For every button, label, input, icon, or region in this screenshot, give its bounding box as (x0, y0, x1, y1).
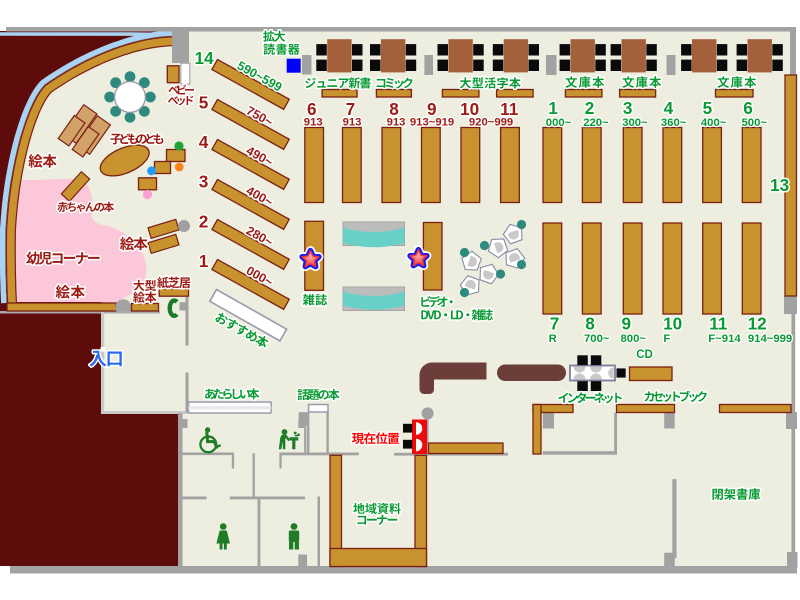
svg-text:700~: 700~ (584, 333, 610, 345)
svg-text:300~: 300~ (622, 117, 648, 129)
svg-text:11: 11 (500, 99, 519, 119)
svg-text:4: 4 (664, 98, 674, 118)
svg-text:913: 913 (343, 116, 362, 128)
svg-text:913~919: 913~919 (410, 116, 454, 128)
svg-text:9: 9 (622, 314, 632, 334)
svg-text:1: 1 (548, 98, 558, 118)
svg-text:5: 5 (199, 93, 209, 113)
svg-text:914~999: 914~999 (748, 333, 792, 345)
svg-text:13: 13 (770, 175, 789, 195)
svg-text:8: 8 (389, 99, 399, 119)
svg-text:CD: CD (636, 349, 653, 361)
svg-text:2: 2 (585, 98, 595, 118)
svg-text:10: 10 (460, 99, 479, 119)
svg-text:R: R (549, 333, 557, 345)
svg-text:500~: 500~ (742, 117, 768, 129)
svg-text:7: 7 (346, 99, 356, 119)
svg-text:3: 3 (623, 98, 633, 118)
svg-text:12: 12 (748, 314, 767, 334)
svg-text:6: 6 (743, 98, 753, 118)
svg-text:11: 11 (709, 314, 728, 334)
svg-text:3: 3 (199, 172, 209, 192)
svg-text:800~: 800~ (621, 333, 647, 345)
svg-text:8: 8 (585, 314, 595, 334)
svg-text:000~: 000~ (546, 117, 572, 129)
svg-text:7: 7 (550, 314, 560, 334)
svg-text:F: F (663, 333, 670, 345)
svg-text:6: 6 (307, 99, 317, 119)
svg-text:920~999: 920~999 (469, 116, 513, 128)
svg-text:400~: 400~ (701, 117, 727, 129)
svg-text:2: 2 (199, 211, 209, 231)
svg-text:F~914: F~914 (708, 333, 741, 345)
svg-text:1: 1 (199, 251, 209, 271)
svg-text:360~: 360~ (661, 117, 687, 129)
svg-text:5: 5 (703, 98, 713, 118)
svg-text:220~: 220~ (583, 117, 609, 129)
svg-text:4: 4 (199, 132, 209, 152)
svg-text:9: 9 (427, 99, 437, 119)
svg-text:913: 913 (387, 116, 406, 128)
svg-text:14: 14 (194, 48, 214, 68)
svg-text:10: 10 (663, 314, 682, 334)
svg-text:913: 913 (304, 116, 323, 128)
